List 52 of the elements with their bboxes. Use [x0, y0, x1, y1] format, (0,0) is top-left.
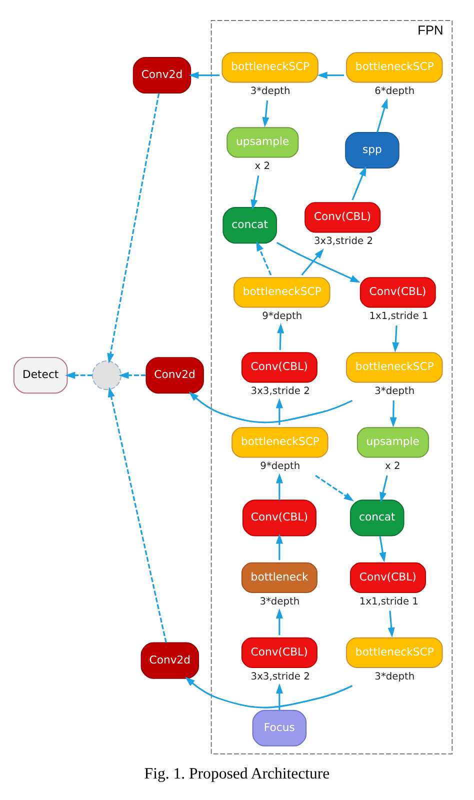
arrow	[301, 248, 324, 276]
node-box: Detect	[13, 357, 68, 394]
node-box: Conv2d	[140, 642, 199, 679]
node-label: 9*depth	[260, 461, 300, 472]
node-label: 3x3,stride 2	[250, 671, 310, 682]
arrow	[184, 676, 353, 708]
arrow	[276, 242, 360, 283]
arrow	[276, 608, 283, 636]
arrow	[118, 372, 146, 379]
node-label: 1x1,stride 1	[359, 596, 418, 608]
arrow	[188, 72, 220, 79]
node-label: x 2	[385, 461, 400, 472]
arrow	[315, 474, 354, 502]
node-label: 6*depth	[374, 86, 415, 98]
arrow	[256, 240, 272, 276]
arrow	[380, 475, 388, 502]
node-box: Conv2d	[146, 357, 204, 394]
arrow	[388, 610, 395, 638]
arrow	[108, 387, 167, 643]
arrow	[276, 473, 283, 500]
node-circle	[92, 360, 122, 390]
arrow	[276, 398, 283, 426]
arrow	[188, 391, 353, 424]
node-label: 1x1,stride 1	[369, 311, 428, 322]
arrow	[379, 536, 386, 562]
node-box: concat	[350, 500, 404, 536]
node-box: spp	[345, 132, 400, 169]
node-box: Conv2d	[132, 57, 192, 94]
arrow	[390, 400, 397, 428]
arrow	[65, 372, 92, 379]
node-label: 9*depth	[262, 311, 302, 322]
node-box: Conv(CBL)	[242, 500, 316, 536]
node-box: Focus	[252, 710, 307, 746]
arrow	[352, 166, 366, 200]
arrow	[376, 98, 388, 133]
node-label: 3*depth	[374, 386, 415, 398]
arrow	[107, 93, 160, 364]
node-label: 3x3,stride 2	[250, 386, 310, 398]
arrow	[277, 323, 284, 350]
node-label: 3*depth	[374, 671, 415, 682]
arrow	[276, 534, 283, 560]
arrow	[262, 100, 270, 128]
node-label: 3x3,stride 2	[314, 236, 374, 248]
arrow	[250, 175, 260, 210]
arrow	[392, 325, 400, 352]
node-label: x 2	[254, 161, 270, 172]
node-label: 3*depth	[260, 596, 300, 608]
arrow	[317, 72, 344, 79]
node-label: 3*depth	[250, 86, 290, 98]
caption: Fig. 1. Proposed Architecture	[144, 765, 330, 782]
node-box: concat	[222, 207, 277, 244]
arrow	[276, 683, 283, 710]
